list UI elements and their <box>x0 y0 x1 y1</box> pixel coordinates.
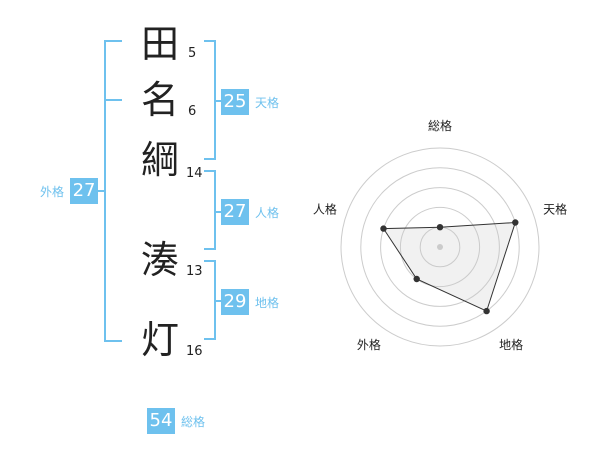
outer-bracket-mid <box>104 99 122 101</box>
stroke-count-2: 6 <box>188 104 197 119</box>
jinkaku-bracket-vertical <box>214 170 216 250</box>
radar-axis-label-1: 総格 <box>428 118 452 133</box>
name-char-4: 湊 <box>140 238 179 282</box>
radar-point-5 <box>380 225 387 232</box>
gaikaku-badge: 外格 27 <box>40 178 99 204</box>
soukaku-badge: 54 総格 <box>147 408 205 434</box>
radar-point-4 <box>413 275 420 283</box>
stroke-count-3: 14 <box>186 166 203 181</box>
gaikaku-value: 27 <box>70 178 99 204</box>
tenkaku-bracket-bottom <box>204 158 216 160</box>
radar-axis-label-3: 地格 <box>499 337 523 352</box>
jinkaku-bracket-connector <box>214 211 222 213</box>
soukaku-value: 54 <box>147 408 175 434</box>
radar-axis-label-2: 天格 <box>543 202 567 217</box>
soukaku-label: 総格 <box>181 414 206 429</box>
chikaku-value: 29 <box>221 289 249 315</box>
stroke-count-5: 16 <box>186 344 203 359</box>
chikaku-bracket-top <box>204 260 216 262</box>
gaikaku-label: 外格 <box>40 184 65 199</box>
name-char-2: 名 <box>140 78 179 122</box>
radar-center-dot <box>437 244 443 250</box>
stroke-count-1: 5 <box>188 46 197 61</box>
tenkaku-badge: 25 天格 <box>221 89 279 115</box>
chikaku-badge: 29 地格 <box>221 289 279 315</box>
jinkaku-label: 人格 <box>255 205 280 220</box>
name-char-5: 灯 <box>140 318 179 362</box>
jinkaku-badge: 27 人格 <box>221 199 279 225</box>
chikaku-label: 地格 <box>255 295 280 310</box>
tenkaku-bracket-top <box>204 40 216 42</box>
jinkaku-bracket-top <box>204 170 216 172</box>
chikaku-bracket-connector <box>214 300 222 302</box>
outer-bracket-connector <box>98 190 106 192</box>
radar-grid-ring <box>340 147 540 347</box>
tenkaku-bracket-connector <box>214 100 222 102</box>
chikaku-bracket-bottom <box>204 338 216 340</box>
jinkaku-bracket-bottom <box>204 248 216 250</box>
radar-axis-label-5: 人格 <box>313 202 337 217</box>
radar-grid-ring <box>360 167 520 327</box>
radar-grid-ring <box>380 187 500 307</box>
name-char-3: 綱 <box>140 138 179 182</box>
jinkaku-value: 27 <box>221 199 249 225</box>
radar-point-3 <box>483 307 490 315</box>
radar-axis-label-4: 外格 <box>357 337 381 352</box>
name-char-1: 田 <box>140 22 179 66</box>
outer-bracket-bottom <box>104 340 122 342</box>
tenkaku-value: 25 <box>221 89 249 115</box>
radar-point-2 <box>512 219 519 226</box>
stroke-count-4: 13 <box>186 264 203 279</box>
radar-data-polygon <box>382 221 517 312</box>
outer-bracket-top <box>104 40 122 42</box>
radar-grid-ring <box>399 206 481 288</box>
radar-point-1 <box>436 224 444 231</box>
tenkaku-label: 天格 <box>255 95 280 110</box>
